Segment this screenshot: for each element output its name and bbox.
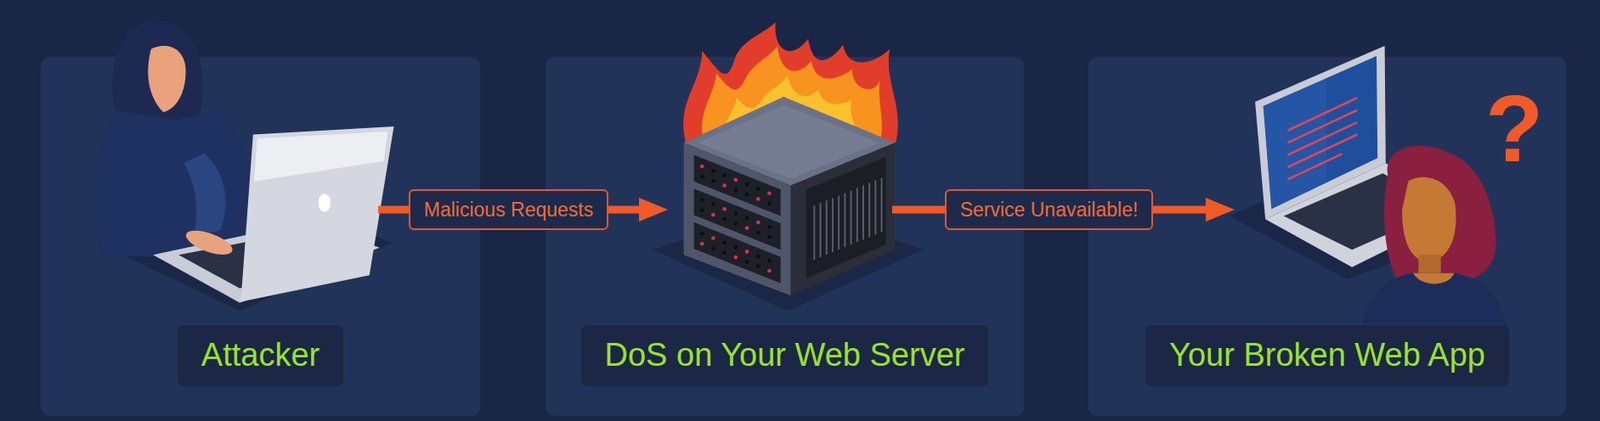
edge-label: Malicious Requests bbox=[408, 189, 609, 232]
arrowhead bbox=[638, 197, 668, 222]
server-on-fire-part bbox=[814, 178, 882, 261]
server-on-fire-part bbox=[711, 203, 716, 208]
server-on-fire-part bbox=[734, 255, 739, 261]
panel-title: Your Broken Web App bbox=[1145, 325, 1510, 387]
attacker-figure-part bbox=[183, 152, 226, 237]
attacker-figure-part bbox=[318, 193, 331, 213]
server-on-fire-part bbox=[856, 188, 859, 244]
server-on-fire-part bbox=[745, 260, 750, 265]
server-on-fire-part bbox=[684, 142, 792, 296]
panel-title: DoS on Your Web Server bbox=[581, 325, 990, 387]
server-on-fire-part bbox=[756, 254, 761, 259]
server-on-fire-part bbox=[722, 207, 727, 212]
server-on-fire-part bbox=[694, 155, 781, 284]
server-on-fire-part bbox=[700, 208, 705, 213]
attacker-figure-part bbox=[112, 20, 203, 121]
server-on-fire-part bbox=[711, 236, 716, 241]
server-on-fire-part bbox=[756, 264, 761, 269]
panel-title: Attacker bbox=[177, 325, 344, 387]
attacker-figure-part bbox=[240, 126, 394, 303]
server-on-fire-part bbox=[843, 192, 846, 248]
server-on-fire-part bbox=[722, 183, 727, 188]
server-on-fire-part bbox=[745, 226, 750, 231]
server-on-fire-part bbox=[734, 188, 739, 193]
server-on-fire-part bbox=[711, 246, 716, 251]
server-on-fire-part bbox=[711, 169, 716, 174]
server-on-fire-part bbox=[756, 220, 761, 226]
server-on-fire-part bbox=[825, 200, 828, 255]
server-on-fire-part bbox=[881, 178, 883, 233]
server-on-fire-part bbox=[745, 215, 750, 221]
server-on-fire-part bbox=[806, 157, 887, 279]
attacker-figure-part bbox=[182, 226, 236, 261]
server-on-fire-part bbox=[791, 142, 895, 296]
server-on-fire-part bbox=[722, 251, 727, 256]
server-on-fire-part bbox=[734, 245, 739, 250]
server-on-fire-part bbox=[756, 231, 761, 236]
server-on-fire-part bbox=[862, 186, 865, 241]
server-on-fire-part bbox=[767, 235, 772, 240]
server-on-fire-part bbox=[819, 203, 822, 258]
server-on-fire-part bbox=[813, 205, 815, 261]
attacker-figure-part bbox=[96, 112, 257, 261]
server-on-fire-part bbox=[734, 211, 739, 216]
server-on-fire-part bbox=[874, 180, 877, 236]
server-on-fire-part bbox=[734, 221, 739, 227]
server-on-fire-part bbox=[722, 217, 727, 222]
attacker-figure bbox=[96, 20, 395, 311]
server-on-fire-part bbox=[767, 201, 772, 206]
question-mark: ? bbox=[1485, 81, 1544, 177]
server-on-fire-part bbox=[700, 197, 705, 203]
server-on-fire-part bbox=[722, 173, 727, 178]
arrowhead bbox=[1205, 197, 1235, 222]
server-on-fire-part bbox=[767, 269, 772, 274]
server-on-fire-part bbox=[700, 242, 705, 247]
user-with-laptop-part bbox=[1288, 97, 1358, 180]
user-with-laptop-part bbox=[1413, 273, 1454, 285]
attacker-figure-part bbox=[254, 131, 388, 182]
user-with-laptop-part bbox=[1384, 146, 1496, 283]
server-on-fire-part bbox=[700, 164, 705, 170]
server-on-fire-part bbox=[837, 195, 840, 250]
user-with-laptop bbox=[1229, 45, 1506, 325]
user-with-laptop-part bbox=[1402, 177, 1456, 263]
server-on-fire-part bbox=[722, 241, 727, 246]
user-with-laptop-part bbox=[1263, 78, 1327, 210]
server-on-fire-part bbox=[831, 197, 834, 253]
server-on-fire-part bbox=[767, 259, 772, 264]
server-on-fire-part bbox=[868, 183, 871, 238]
user-with-laptop-part bbox=[1288, 153, 1343, 180]
server-on-fire-part bbox=[711, 213, 716, 218]
user-with-laptop-part bbox=[1362, 273, 1506, 325]
attacker-figure-part bbox=[147, 45, 186, 113]
server-on-fire-part bbox=[694, 222, 781, 284]
server-on-fire-part bbox=[756, 197, 761, 202]
server-on-fire bbox=[653, 22, 924, 311]
server-on-fire-part bbox=[711, 179, 716, 184]
server-on-fire-part bbox=[734, 178, 739, 183]
edge-label: Service Unavailable! bbox=[944, 189, 1154, 232]
illustration-group bbox=[96, 20, 1507, 325]
server-on-fire-part bbox=[700, 231, 705, 237]
server-on-fire-part bbox=[745, 192, 750, 198]
server-on-fire-part bbox=[756, 186, 761, 192]
server-on-fire-part bbox=[767, 225, 772, 230]
server-on-fire-part bbox=[745, 249, 750, 255]
server-on-fire-part bbox=[850, 191, 853, 246]
server-on-fire-part bbox=[745, 182, 750, 187]
server-on-fire-part bbox=[767, 191, 772, 196]
server-on-fire-part bbox=[700, 175, 705, 180]
